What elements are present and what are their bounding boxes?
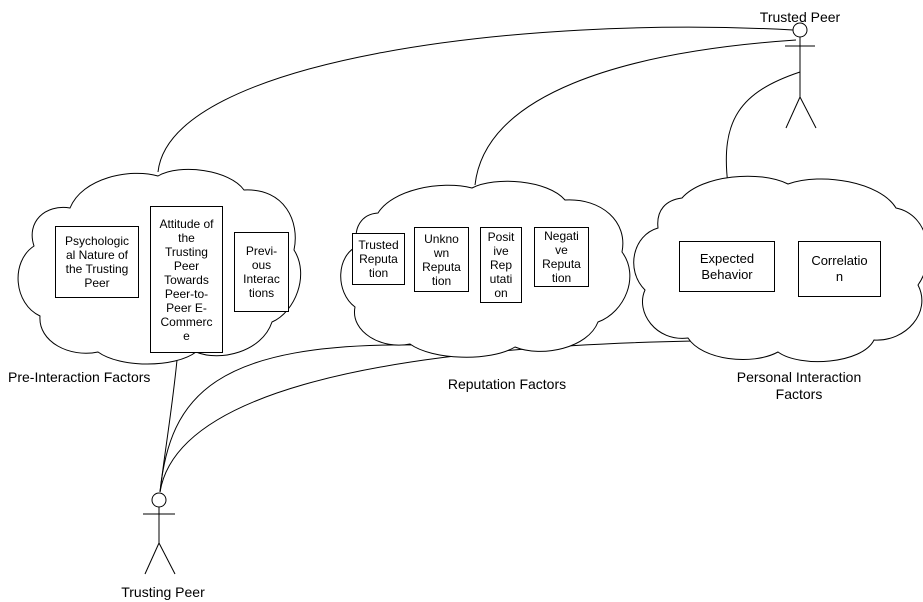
factor-unknown-reputation: Unkno wn Reputa tion bbox=[414, 227, 469, 292]
personal-interaction-factors-label: Personal Interaction Factors bbox=[736, 369, 862, 402]
connector-trusted-to-pre-interaction bbox=[157, 26, 794, 173]
factor-positive-reputation-text: Posit ive Rep utati on bbox=[487, 230, 515, 300]
factor-previous-interactions-text: Previ- ous Interac tions bbox=[243, 244, 280, 300]
reputation-factors-label: Reputation Factors bbox=[447, 376, 567, 392]
factor-psychological-nature-text: Psychologic al Nature of the Trusting Pe… bbox=[64, 234, 130, 290]
connector-trusted-to-reputation bbox=[474, 39, 797, 186]
factor-positive-reputation: Posit ive Rep utati on bbox=[480, 227, 522, 303]
trusting-peer-actor-icon bbox=[143, 492, 176, 575]
cloud-personal-interaction bbox=[633, 175, 923, 363]
connector-trusting-to-reputation bbox=[159, 344, 421, 493]
connector-trusted-to-personal bbox=[725, 71, 801, 186]
factor-attitude-toward-p2p-text: Attitude of the Trusting Peer Towards Pe… bbox=[159, 216, 214, 343]
factor-trusted-reputation-text: Trusted Reputa tion bbox=[358, 238, 399, 280]
trusted-peer-label: Trusted Peer bbox=[759, 9, 841, 25]
factor-correlation-text: Correlatio n bbox=[811, 253, 868, 284]
factor-expected-behavior-text: Expected Behavior bbox=[699, 250, 755, 282]
factor-trusted-reputation: Trusted Reputa tion bbox=[352, 233, 405, 285]
factor-negative-reputation-text: Negati ve Reputa tion bbox=[542, 229, 581, 285]
connector-trusting-to-personal bbox=[159, 340, 694, 493]
factor-psychological-nature: Psychologic al Nature of the Trusting Pe… bbox=[55, 226, 139, 298]
factor-correlation: Correlatio n bbox=[798, 241, 881, 297]
factor-expected-behavior: Expected Behavior bbox=[679, 241, 775, 292]
factor-negative-reputation: Negati ve Reputa tion bbox=[534, 227, 589, 287]
factor-unknown-reputation-text: Unkno wn Reputa tion bbox=[422, 231, 461, 288]
factor-previous-interactions: Previ- ous Interac tions bbox=[234, 232, 289, 312]
factor-attitude-toward-p2p: Attitude of the Trusting Peer Towards Pe… bbox=[150, 206, 223, 353]
pre-interaction-factors-label: Pre-Interaction Factors bbox=[8, 369, 151, 385]
trusting-peer-label: Trusting Peer bbox=[121, 584, 205, 600]
trusted-peer-actor-icon bbox=[785, 22, 817, 129]
